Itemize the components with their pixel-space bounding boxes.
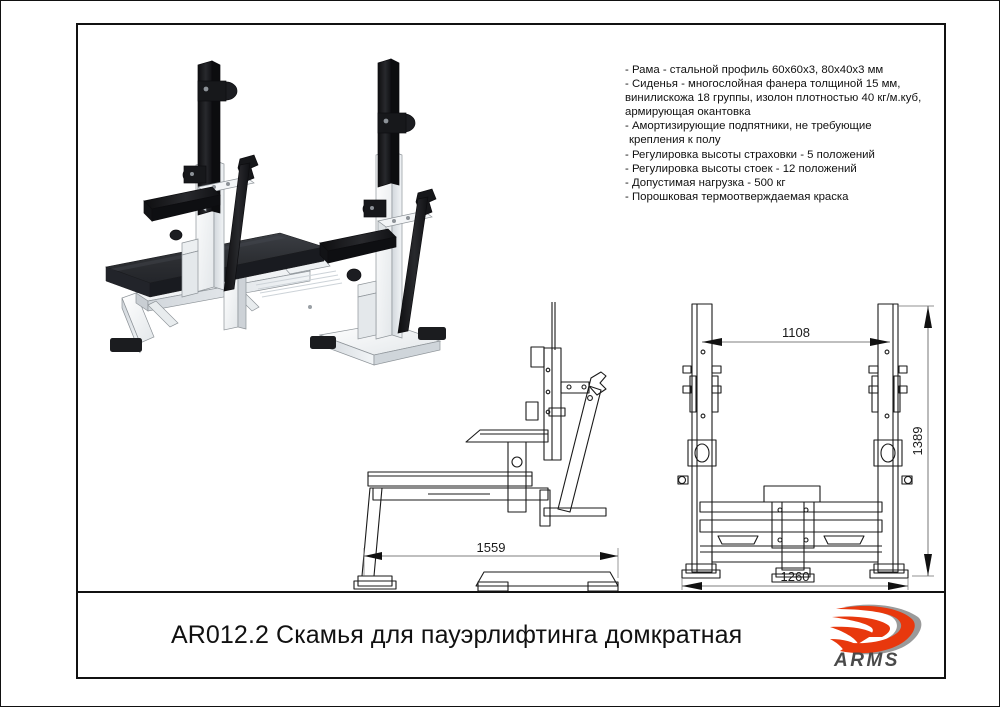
spec-line: армирующая окантовка — [625, 106, 751, 119]
dimension-value-length: 1559 — [477, 540, 506, 555]
dimension-value-height: 1389 — [910, 427, 925, 456]
dimension-1389: 1389 — [898, 305, 934, 577]
arms-logo-text: ARMS — [834, 650, 900, 671]
iso-base-frame — [110, 258, 446, 366]
page-title: AR012.2 Скамья для пауэрлифтинга домкрат… — [171, 620, 743, 649]
spec-line: - Допустимая нагрузка - 500 кг — [625, 176, 786, 189]
arms-logo-mark — [830, 604, 922, 655]
dimension-value-base-width: 1260 — [781, 569, 810, 584]
front-view-drawing: 1108 1389 1260 — [677, 290, 948, 600]
dimension-1260: 1260 — [681, 569, 909, 590]
spec-line: винилискожа 18 группы, изолон плотностью… — [625, 92, 922, 105]
iso-mesh-detail — [255, 270, 343, 298]
spec-line: - Сиденья - многослойная фанера толщиной… — [625, 78, 901, 91]
drawing-frame: - Рама - стальной профиль 60х60х3, 80х40… — [76, 23, 946, 679]
dimension-1559: 1559 — [363, 540, 619, 578]
spec-line: - Порошковая термоотверждаемая краска — [625, 190, 849, 203]
spec-line: - Рама - стальной профиль 60х60х3, 80х40… — [625, 64, 884, 76]
iso-left-upright — [143, 60, 259, 298]
iso-right-upright — [308, 58, 437, 340]
arms-logo: ARMS — [818, 599, 930, 673]
side-view-drawing: 1559 — [348, 290, 648, 600]
spec-line: - Регулировка высоты стоек - 12 положени… — [625, 162, 857, 175]
isometric-render-bench — [88, 35, 468, 410]
dimension-1108: 1108 — [702, 325, 890, 346]
title-block: AR012.2 Скамья для пауэрлифтинга домкрат… — [78, 591, 944, 677]
spec-line: - Амортизирующие подпятники, не требующи… — [625, 120, 872, 133]
specification-list: - Рама - стальной профиль 60х60х3, 80х40… — [625, 63, 925, 204]
dimension-value-inner-width: 1108 — [782, 325, 810, 340]
spec-line: крепления к полу — [629, 134, 721, 147]
spec-line: - Регулировка высоты страховки - 5 полож… — [625, 148, 875, 161]
